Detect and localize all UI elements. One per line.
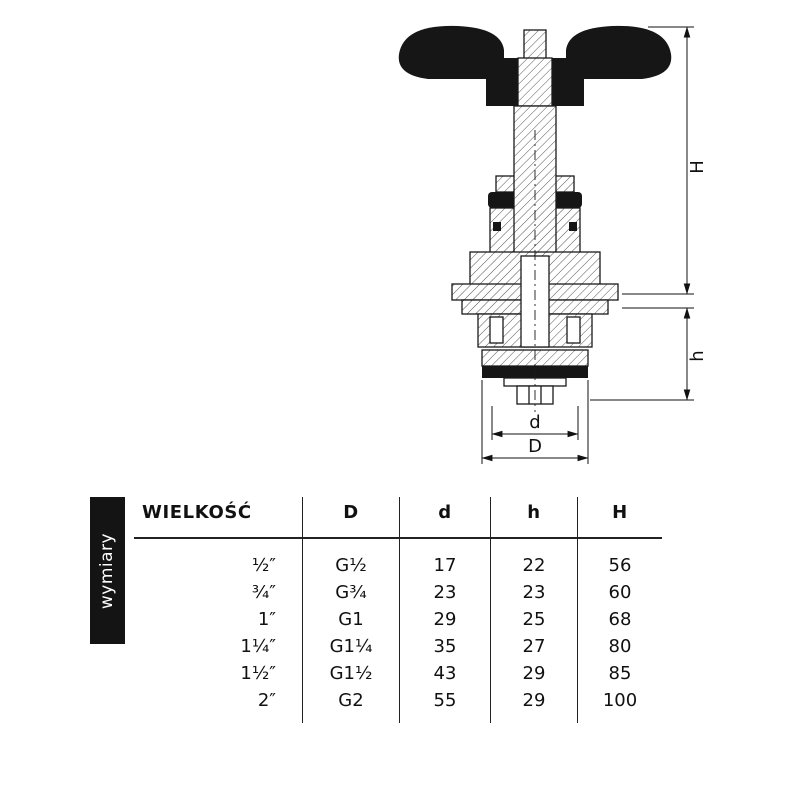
table-side-label: wymiary [90,497,125,644]
column-header-wielko-: WIELKOŚĆ [134,497,303,539]
table-cell: 27 [490,633,578,660]
dim-label-h: h [687,350,708,361]
table-cell: 85 [608,663,632,684]
table-cell: 1″ [134,606,303,633]
table-cell: 80 [608,636,632,657]
table-cell: G1¼ [302,633,400,660]
table-cell: 29 [490,687,578,723]
valve-assembly [398,25,672,412]
table-cell: 22 [490,538,578,579]
table-cell: ¾″ [134,579,303,606]
table-cell: G2 [302,687,400,723]
table-cell: 29 [490,660,578,687]
handwheel-right-lobe [566,25,672,79]
dimension-labels: H h d D [528,160,708,457]
table-cell: 23 [399,579,491,606]
dim-label-d: d [529,412,540,433]
stem-bolt [517,57,553,107]
dim-label-D: D [528,436,542,457]
table-cell: ½″ [134,538,303,579]
table-cell: G1½ [302,660,400,687]
table-cell: 1¼″ [134,633,303,660]
o-ring-right [569,222,577,231]
o-ring-left [493,222,501,231]
table-cell: 68 [608,609,632,630]
table-cell: 23 [490,579,578,606]
table-cell: 25 [490,606,578,633]
stem-bolt-tip [523,29,547,61]
table-cell: 29 [399,606,491,633]
table-cell: 1½″ [134,660,303,687]
dim-label-H: H [687,160,708,174]
valve-technical-drawing: H h d D [398,25,708,464]
handwheel-left-lobe [398,25,504,79]
column-header-d: d [399,497,491,539]
table-cell: 100 [602,690,638,711]
table-cell: 56 [608,555,632,576]
table-cell: 55 [399,687,491,723]
dimension-lines [481,26,694,464]
table-cell: 43 [399,660,491,687]
table-cell: 60 [608,582,632,603]
table-cell: G1 [302,606,400,633]
column-header-d: D [302,497,400,539]
side-label-text: wymiary [97,532,118,609]
column-header-h: H [577,497,662,539]
table-cell: 35 [399,633,491,660]
table-cell: G¾ [302,579,400,606]
table-cell: 17 [399,538,491,579]
port-left [489,316,504,344]
table-cell: G½ [302,538,400,579]
port-right [566,316,581,344]
table-cell: 2″ [134,687,303,723]
column-header-h: h [490,497,578,539]
